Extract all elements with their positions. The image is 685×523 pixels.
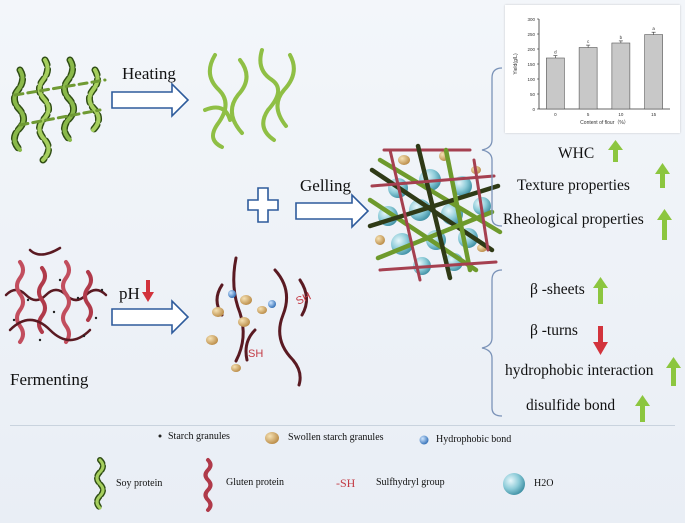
fermenting-arrow	[111, 299, 190, 335]
chart-sig-label: d	[554, 50, 557, 55]
legend-swollen-starch-icon	[265, 432, 279, 444]
chart-y-tick-label: 50	[530, 92, 536, 97]
chart-sig-label: b	[620, 35, 623, 40]
effect-disulfide: disulfide bond	[526, 397, 616, 414]
gelling-label: Gelling	[300, 176, 351, 195]
hydrophobic-up-arrow	[666, 357, 681, 386]
effect-whc: WHC	[558, 145, 595, 162]
beta-turns-down-arrow	[593, 326, 608, 355]
gluten-protein-cluster	[4, 246, 108, 344]
disulfide-up-arrow	[635, 395, 650, 422]
effect-hydrophobic: hydrophobic interaction	[505, 362, 654, 379]
chart-y-tick-label: 250	[527, 32, 535, 37]
legend-starch-label: Starch granules	[168, 431, 230, 442]
effect-rheological: Rheological properties	[503, 211, 644, 228]
chart-sig-label: a	[652, 26, 655, 31]
chart-y-tick-label: 200	[527, 47, 535, 52]
chart-bar	[611, 42, 631, 110]
chart-bar	[644, 34, 663, 110]
chart-y-tick-label: 100	[527, 77, 535, 82]
plus-sign	[247, 187, 279, 223]
soy-protein-cluster	[11, 56, 107, 164]
chart-y-axis-label: Yield(g/L)	[513, 53, 519, 75]
gel-network	[367, 143, 503, 282]
texture-up-arrow	[655, 163, 670, 188]
chart-sig-label: c	[587, 39, 590, 44]
chart-y-tick-label: 300	[527, 17, 535, 22]
chart-bar	[578, 47, 598, 110]
beta-sheets-up-arrow	[593, 277, 608, 304]
chart-x-axis-label: Content of flour（%）	[580, 120, 629, 126]
heating-label: Heating	[122, 64, 176, 83]
whc-up-arrow	[608, 140, 623, 162]
effect-beta-sheets: β -sheets	[530, 281, 585, 298]
chart-x-tick-label: 15	[651, 112, 657, 117]
legend-gluten-label: Gluten protein	[226, 477, 285, 488]
legend-hydrophobic-label: Hydrophobic bond	[436, 434, 512, 445]
heating-arrow	[111, 82, 190, 118]
legend-water-icon	[503, 473, 525, 495]
starch-dots-left	[12, 278, 104, 342]
fermenting-label: Fermenting	[10, 370, 89, 389]
legend-water-label: H2O	[534, 478, 554, 489]
denatured-soy-strands	[203, 48, 296, 149]
chart-bar	[546, 57, 565, 110]
upper-bracket	[481, 67, 503, 227]
legend-starch-icon	[158, 434, 162, 438]
chart-y-tick-label: 150	[527, 62, 535, 67]
chart-x-tick-label: 0	[554, 112, 557, 117]
sh-label-bottom: SH	[248, 348, 264, 360]
hydrophobic-bonds-middle	[228, 290, 276, 308]
legend-soy-icon	[94, 457, 106, 511]
legend-soy-label: Soy protein	[116, 478, 163, 489]
legend-sh-symbol: -SH	[336, 476, 356, 490]
legend-sulfhydryl-label: Sulfhydryl group	[376, 477, 445, 488]
chart-x-tick-label: 10	[618, 112, 624, 117]
gelling-arrow	[295, 193, 370, 229]
lower-bracket	[481, 269, 503, 417]
legend-swollen-label: Swollen starch granules	[288, 432, 384, 443]
ph-label: pH	[119, 284, 140, 303]
swollen-starch-granules-middle	[206, 295, 267, 372]
legend-gluten-icon	[203, 458, 213, 512]
legend-divider	[10, 425, 675, 426]
effect-beta-turns: β -turns	[530, 322, 578, 339]
legend-hydrophobic-icon	[419, 435, 429, 445]
ph-down-arrow	[142, 280, 154, 302]
unfolded-gluten-strands	[215, 256, 308, 387]
chart-y-tick-label: 0	[532, 107, 535, 112]
chart-x-tick-label: 5	[587, 112, 590, 117]
effect-texture: Texture properties	[517, 177, 630, 194]
rheological-up-arrow	[657, 209, 672, 240]
